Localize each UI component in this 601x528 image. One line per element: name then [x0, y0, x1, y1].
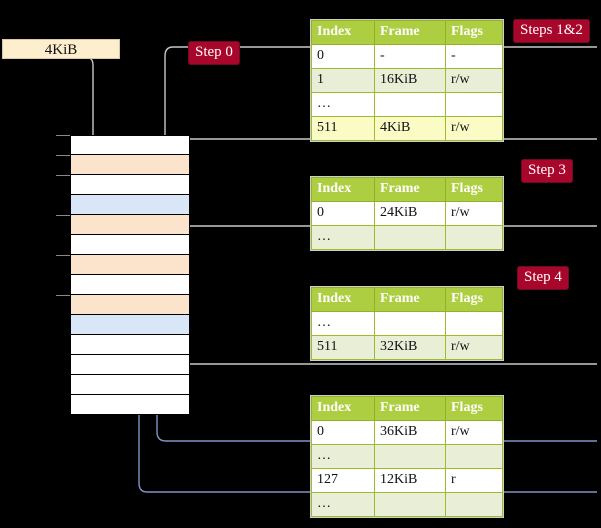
column-header-flags: Flags	[445, 20, 503, 45]
cell-frame: -	[374, 44, 446, 69]
table-row: …	[311, 92, 503, 117]
cell-frame	[374, 311, 446, 336]
cell-flags: r	[445, 468, 503, 493]
memory-frame-row	[70, 235, 190, 255]
cell-flags: r/w	[445, 201, 503, 226]
cell-index: …	[311, 492, 375, 517]
page-table-level-1: Index Frame Flags 0 36KiB r/w … 127 12Ki…	[311, 396, 503, 517]
table-row: 0 24KiB r/w	[311, 201, 503, 226]
cell-flags	[445, 311, 503, 336]
cell-frame	[374, 492, 446, 517]
table-row: 511 32KiB r/w	[311, 335, 503, 360]
memory-tick	[56, 155, 70, 156]
column-header-index: Index	[311, 287, 375, 312]
memory-tick	[56, 215, 70, 216]
cell-index: 511	[311, 116, 375, 141]
cell-flags: r/w	[445, 68, 503, 93]
page-table-level-2: Index Frame Flags … 511 32KiB r/w	[311, 287, 503, 360]
table-header-row: Index Frame Flags	[311, 20, 503, 45]
cell-flags: r/w	[445, 335, 503, 360]
column-header-index: Index	[311, 396, 375, 421]
cell-frame	[374, 92, 446, 117]
cell-index: 0	[311, 201, 375, 226]
memory-frame-row	[70, 175, 190, 195]
memory-frame-row	[70, 335, 190, 355]
memory-frame-row	[70, 155, 190, 175]
table-row: 0 36KiB r/w	[311, 420, 503, 445]
memory-frame-row	[70, 395, 190, 415]
cell-index: …	[311, 311, 375, 336]
cell-frame	[374, 444, 446, 469]
memory-tick	[56, 175, 70, 176]
cell-flags: r/w	[445, 116, 503, 141]
cell-flags: -	[445, 44, 503, 69]
badge-step-4: Step 4	[517, 266, 569, 290]
table-row: …	[311, 492, 503, 517]
cell-frame: 4KiB	[374, 116, 446, 141]
column-header-frame: Frame	[374, 20, 446, 45]
page-table-level-3: Index Frame Flags 0 24KiB r/w …	[311, 177, 503, 250]
cell-frame: 32KiB	[374, 335, 446, 360]
column-header-flags: Flags	[445, 396, 503, 421]
cell-frame: 12KiB	[374, 468, 446, 493]
table-header-row: Index Frame Flags	[311, 177, 503, 202]
table-header-row: Index Frame Flags	[311, 396, 503, 421]
table-row: …	[311, 311, 503, 336]
cell-frame: 24KiB	[374, 201, 446, 226]
physical-memory-column	[56, 135, 190, 415]
cell-index: …	[311, 444, 375, 469]
memory-frame-row	[70, 315, 190, 335]
table-row: …	[311, 444, 503, 469]
column-header-frame: Frame	[374, 177, 446, 202]
memory-frame-row	[70, 275, 190, 295]
memory-frame-row	[70, 295, 190, 315]
source-frame-box: 4KiB	[2, 39, 120, 59]
badge-steps-1-2: Steps 1&2	[513, 19, 590, 43]
cell-index: 127	[311, 468, 375, 493]
memory-frame-row	[70, 255, 190, 275]
cell-frame: 16KiB	[374, 68, 446, 93]
table-header-row: Index Frame Flags	[311, 287, 503, 312]
column-header-flags: Flags	[445, 287, 503, 312]
memory-tick	[56, 135, 70, 136]
cell-index: 1	[311, 68, 375, 93]
memory-frame-row	[70, 135, 190, 155]
cell-flags	[445, 225, 503, 250]
cell-flags: r/w	[445, 420, 503, 445]
badge-step-0: Step 0	[188, 41, 240, 65]
cell-index: 0	[311, 420, 375, 445]
cell-index: …	[311, 92, 375, 117]
table-row-highlighted: 511 4KiB r/w	[311, 116, 503, 141]
badge-step-3: Step 3	[521, 159, 573, 183]
table-row: 0 - -	[311, 44, 503, 69]
column-header-index: Index	[311, 177, 375, 202]
column-header-frame: Frame	[374, 287, 446, 312]
column-header-index: Index	[311, 20, 375, 45]
memory-frame-row	[70, 375, 190, 395]
column-header-flags: Flags	[445, 177, 503, 202]
memory-frame-row	[70, 215, 190, 235]
memory-tick	[56, 295, 70, 296]
cell-flags	[445, 444, 503, 469]
table-row: …	[311, 225, 503, 250]
table-row: 127 12KiB r	[311, 468, 503, 493]
table-row: 1 16KiB r/w	[311, 68, 503, 93]
memory-frame-row	[70, 195, 190, 215]
column-header-frame: Frame	[374, 396, 446, 421]
memory-frame-row	[70, 355, 190, 375]
cell-index: …	[311, 225, 375, 250]
cell-flags	[445, 492, 503, 517]
cell-frame: 36KiB	[374, 420, 446, 445]
page-table-level-4: Index Frame Flags 0 - - 1 16KiB r/w …	[311, 20, 503, 141]
cell-flags	[445, 92, 503, 117]
cell-frame	[374, 225, 446, 250]
cell-index: 0	[311, 44, 375, 69]
cell-index: 511	[311, 335, 375, 360]
memory-tick	[56, 255, 70, 256]
